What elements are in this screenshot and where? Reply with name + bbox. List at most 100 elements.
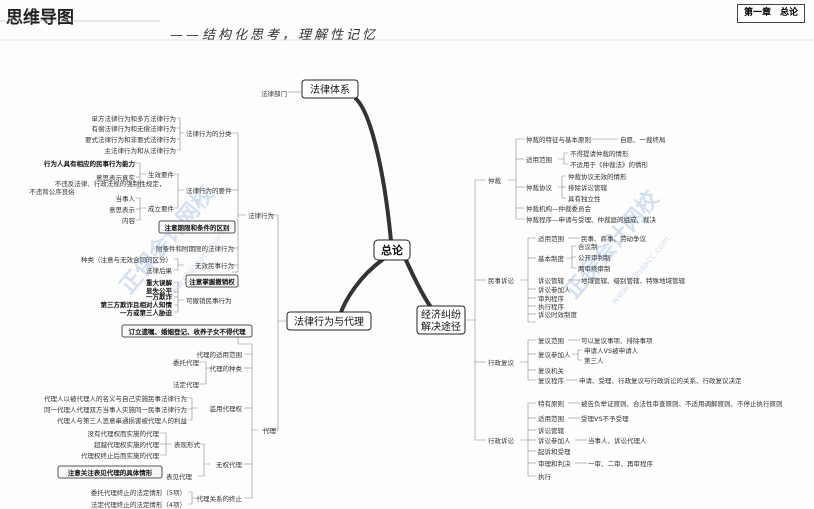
- revocable-item: 显失公平: [146, 286, 173, 295]
- invalid-act: 无效民事行为: [195, 261, 234, 270]
- arb-scope-item: 不得提请仲裁的情形: [570, 149, 629, 158]
- civ-jurisdiction-detail: 地域管辖、级别管辖、特殊地域管辖: [581, 276, 686, 285]
- agency-lines: [160, 330, 278, 505]
- formation-conditions: 成立要件: [148, 204, 175, 213]
- adl-scope-detail: 受理VS不予受理: [581, 414, 629, 423]
- branch-law-act-agency: 法律行为与代理: [294, 315, 364, 328]
- apparent-form-item: 代理权终止后而实施的代理: [81, 451, 160, 460]
- agency-termination: 代理关系的终止: [197, 494, 243, 503]
- adm-participant-item: 申请人VS被申请人: [584, 346, 639, 355]
- note-not-agency: 订立遗嘱、婚姻登记、收养子女不得代理: [129, 327, 247, 336]
- admin-litigation-label: 行政诉讼: [488, 436, 515, 445]
- revocable-item: 第三方欺诈且相对人知情: [101, 300, 173, 309]
- civ-system-item: 两审终审制: [578, 264, 611, 273]
- adm-scope-detail: 可以复议事项、排除事项: [581, 336, 653, 345]
- effective-item: 行为人具有相应的民事行为能力: [43, 159, 136, 168]
- conditional-act: 附条件和附期限的法律行为: [156, 244, 234, 253]
- elements-label: 法律行为的要件: [186, 186, 232, 195]
- adl-participants: 诉讼参加人: [538, 436, 571, 445]
- arb-procedure: 仲裁程序—申请与受理、仲裁庭的组成、裁决: [526, 215, 657, 224]
- note-conditional: 注意期限和条件的区别: [165, 223, 231, 232]
- legal-dept: 法律部门: [261, 89, 287, 98]
- adl-principles-detail: 被告负举证原则、合法性审查原则、不适用调解原则、不停止执行原则: [581, 399, 783, 408]
- civil-litigation-label: 民事诉讼: [488, 276, 515, 285]
- civ-limitation: 诉讼时效制度: [538, 310, 578, 319]
- note-revocable-box: [185, 274, 239, 288]
- dispute-lines: [465, 138, 582, 477]
- adl-jurisdiction: 诉讼管辖: [538, 426, 565, 435]
- formation-item: 当事人: [116, 194, 136, 203]
- apparent-form-item: 超越代理权实施的代理: [94, 440, 160, 449]
- effective-item: 不违背公序良俗: [29, 187, 75, 196]
- center-node: 总论: [381, 243, 404, 257]
- abuse-item: 代理人以被代理人的名义与自己实施民事法律行为: [44, 394, 187, 403]
- adl-principles: 特有原则: [538, 399, 564, 408]
- agency-kinds: 代理的种类: [210, 364, 243, 373]
- main-connectors: [338, 96, 435, 316]
- branch-law-system: 法律体系: [310, 83, 350, 96]
- agency-label: 代理: [263, 426, 277, 435]
- class-item: 单方法律行为和多方法律行为: [92, 114, 177, 123]
- effective-conditions: 生效要件: [148, 170, 175, 179]
- adm-procedure: 复议程序: [538, 376, 565, 385]
- revocable-item: 重大误解: [146, 278, 173, 287]
- adm-body: 复议机关: [538, 366, 565, 375]
- adl-participants-detail: 当事人、诉讼代理人: [588, 436, 647, 445]
- revocable-item: 一方或第三人胁迫: [120, 308, 173, 317]
- slogan: ——结构化思考，理解性记忆: [170, 28, 379, 43]
- kind-item: 法定代理: [173, 380, 200, 389]
- adl-filing: 起诉和受理: [538, 447, 571, 456]
- note-not-agency-box: [121, 324, 253, 338]
- arb-agreement-item: 排除诉讼管辖: [568, 183, 608, 192]
- effective-item: 意思表示真实: [96, 173, 136, 182]
- effective-item: 不违反法律、行政法规的强制性规定，: [55, 179, 166, 188]
- chapter-label: 第一章 总论: [737, 4, 805, 23]
- law-act-label: 法律行为: [248, 211, 274, 220]
- admin-review-label: 行政复议: [488, 358, 515, 367]
- arb-agreement-item: 具有独立性: [568, 194, 601, 203]
- civ-execution: 执行程序: [538, 302, 565, 311]
- adl-trial: 审理和判决: [538, 459, 571, 468]
- arb-scope: 适用范围: [526, 155, 552, 164]
- adm-scope: 复议范围: [538, 336, 564, 345]
- civ-system-item: 合议制: [578, 242, 598, 251]
- adm-participant-item: 第三人: [584, 356, 604, 365]
- agency-scope: 代理的适用范围: [197, 350, 243, 359]
- civ-participants: 诉讼参加人: [538, 285, 571, 294]
- adl-scope: 适用范围: [538, 414, 564, 423]
- formation-item: 意思表示: [109, 205, 136, 214]
- termination-item: 法定代理终止的法定情形（4项）: [91, 500, 186, 509]
- note-apparent-box: [57, 465, 163, 479]
- adl-trial-detail: 一审、二审、再审程序: [588, 459, 654, 468]
- arb-principles: 仲裁的特征与基本原则: [526, 135, 591, 144]
- civ-jurisdiction: 诉讼管辖: [538, 276, 565, 285]
- arb-agreement-item: 仲裁协议无效的情形: [568, 172, 627, 181]
- civ-trial: 审判程序: [538, 294, 565, 303]
- watermark-right-text: 正保会计网校: [560, 185, 665, 304]
- arbitration-label: 仲裁: [488, 176, 502, 185]
- center-node-box: [373, 239, 411, 261]
- formation-item: 内容: [122, 216, 136, 225]
- apparent-agency: 表见代理: [166, 472, 193, 481]
- class-item: 有偿法律行为和无偿法律行为: [92, 124, 177, 133]
- apparent-form-item: 没有代理权而实施的代理: [88, 429, 160, 438]
- law-system-box: [301, 79, 359, 99]
- kind-item: 委托代理: [173, 358, 200, 367]
- note-conditional-box: [158, 220, 236, 234]
- revocable-act: 可撤销民事行为: [186, 296, 232, 305]
- law-act-lines: [136, 117, 287, 430]
- legal-consequence: 法律后果: [146, 266, 173, 275]
- note-apparent: 注意关注表见代理的具体情形: [68, 468, 153, 477]
- note-revocable: 注意掌握撤销权: [189, 277, 235, 286]
- revocable-item: 一方欺诈: [146, 292, 173, 301]
- invalid-types: 种类（注意与无效合同的区分）: [81, 255, 172, 264]
- branch-dispute-line2: 解决途径: [421, 320, 461, 333]
- civ-scope: 适用范围: [538, 234, 564, 243]
- arb-agreement: 仲裁协议: [526, 183, 553, 192]
- adm-participants: 复议参加人: [538, 350, 571, 359]
- classification-label: 法律行为的分类: [186, 129, 232, 138]
- branch-dispute-line1: 经济纠纷: [421, 308, 461, 321]
- class-item: 主法律行为和从法律行为: [105, 146, 177, 155]
